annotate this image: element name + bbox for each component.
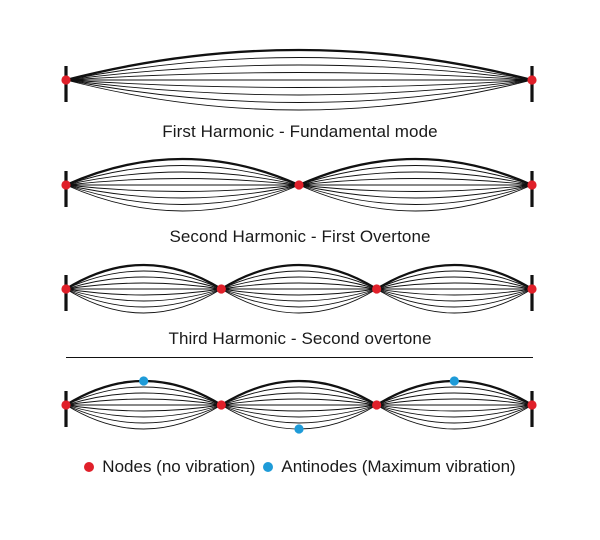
- string-position: [65, 392, 533, 418]
- string-position: [65, 79, 533, 88]
- legend-nodes-label: Nodes (no vibration): [102, 457, 256, 476]
- node-marker: [372, 400, 382, 410]
- string-position: [65, 282, 533, 296]
- string-max-displacement: [65, 263, 222, 290]
- string-position: [65, 270, 533, 308]
- legend-antinodes-label: Antinodes (Maximum vibration): [281, 457, 516, 476]
- node-dot-icon: [84, 462, 95, 472]
- node-marker: [294, 180, 304, 190]
- caption-first-harmonic: First Harmonic - Fundamental mode: [162, 122, 438, 141]
- string-position: [221, 288, 377, 314]
- string-max-displacement: [220, 263, 378, 290]
- legend-nodes: Nodes (no vibration): [84, 457, 255, 477]
- string-position: [65, 386, 533, 424]
- string-position: [298, 184, 533, 212]
- node-marker: [527, 180, 537, 190]
- string-position: [65, 79, 533, 111]
- string-position: [65, 64, 533, 81]
- string-position: [65, 288, 222, 314]
- string-position: [65, 392, 533, 418]
- string-position: [65, 72, 533, 81]
- node-marker: [527, 284, 537, 294]
- string-position: [65, 386, 533, 424]
- antinode-marker: [294, 424, 304, 434]
- string-position: [65, 79, 533, 103]
- string-position: [65, 398, 533, 412]
- string-position: [65, 398, 533, 412]
- node-marker: [61, 75, 71, 85]
- string-max-displacement: [298, 157, 533, 187]
- node-marker: [527, 75, 537, 85]
- string-position: [65, 276, 533, 302]
- string-position: [65, 404, 222, 430]
- string-max-displacement: [376, 263, 533, 290]
- string-max-displacement: [220, 379, 378, 406]
- node-marker: [527, 400, 537, 410]
- antinode-dot-icon: [263, 462, 274, 472]
- legend-antinodes: Antinodes (Maximum vibration): [263, 457, 516, 477]
- node-marker: [216, 400, 226, 410]
- string-position: [65, 276, 533, 302]
- string-position: [65, 57, 533, 81]
- string-max-displacement: [65, 48, 533, 82]
- node-marker: [372, 284, 382, 294]
- string-position: [65, 270, 533, 308]
- string-position: [376, 404, 533, 430]
- caption-third-harmonic: Third Harmonic - Second overtone: [168, 329, 432, 348]
- string-position: [65, 79, 533, 96]
- string-position: [65, 184, 300, 212]
- string-position: [376, 288, 533, 314]
- string-max-displacement: [65, 157, 300, 187]
- legend: Nodes (no vibration) Antinodes (Maximum …: [0, 457, 600, 477]
- string-position: [65, 282, 533, 296]
- antinode-marker: [449, 376, 459, 386]
- node-marker: [216, 284, 226, 294]
- node-marker: [61, 284, 71, 294]
- node-marker: [61, 400, 71, 410]
- node-marker: [61, 180, 71, 190]
- caption-second-harmonic: Second Harmonic - First Overtone: [169, 227, 431, 246]
- antinode-marker: [139, 376, 149, 386]
